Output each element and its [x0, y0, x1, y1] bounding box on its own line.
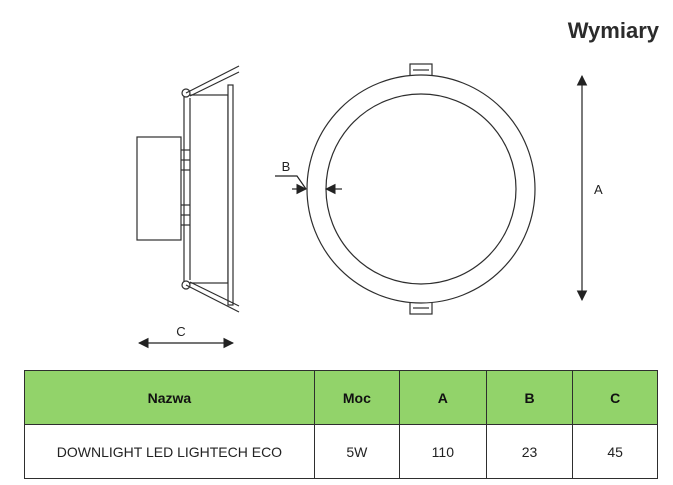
header-nazwa: Nazwa	[24, 370, 315, 425]
table-row: DOWNLIGHT LED LIGHTECH ECO 5W 110 23 45	[24, 424, 658, 479]
dimension-b-label: B	[282, 159, 291, 174]
page-title: Wymiary	[567, 18, 659, 43]
dimension-drawing: C B A	[136, 63, 603, 349]
header-a: A	[398, 370, 487, 425]
header-moc: Moc	[313, 370, 400, 425]
spec-table: Nazwa Moc A B C DOWNLIGHT LED LIGHTECH E…	[24, 370, 658, 479]
cell-nazwa: DOWNLIGHT LED LIGHTECH ECO	[24, 424, 315, 479]
table-header-row: Nazwa Moc A B C	[24, 370, 658, 425]
driver-box	[136, 136, 182, 241]
dimension-b	[275, 175, 342, 195]
cell-a: 110	[398, 424, 487, 479]
cell-moc: 5W	[313, 424, 400, 479]
cell-c: 45	[572, 424, 658, 479]
header-c: C	[572, 370, 658, 425]
front-flange	[227, 84, 234, 306]
dimension-c-label: C	[176, 324, 185, 339]
dimension-a-label: A	[594, 182, 603, 197]
cell-b: 23	[485, 424, 574, 479]
side-view	[136, 65, 240, 313]
lamp-body	[183, 94, 229, 284]
header-b: B	[485, 370, 574, 425]
